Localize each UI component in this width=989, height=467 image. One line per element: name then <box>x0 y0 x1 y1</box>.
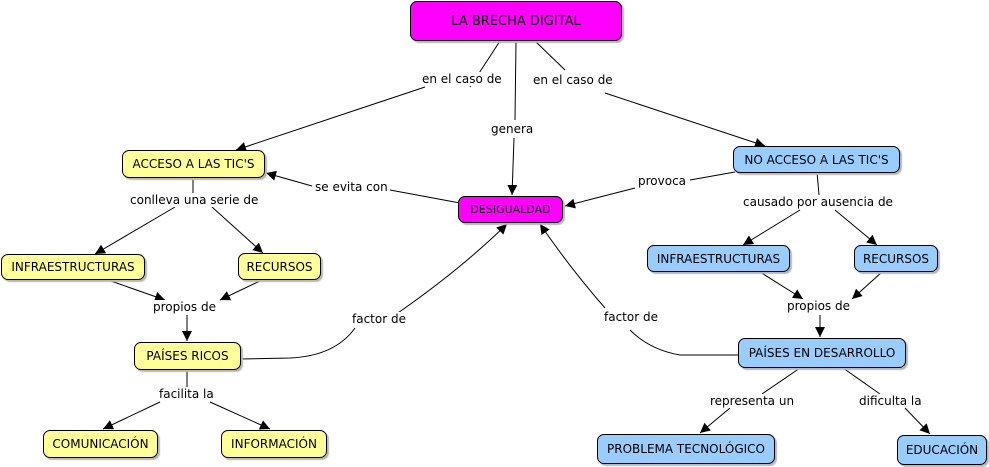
line-ricos-factor <box>239 327 356 360</box>
label-en-el-caso-de-left: en el caso de <box>420 72 504 86</box>
label-factor-de-left: factor de <box>350 312 408 326</box>
arrow-se-evita <box>265 170 313 187</box>
label-facilita-la: facilita la <box>157 387 216 401</box>
node-comunicacion[interactable]: COMUNICACIÓN <box>43 430 158 458</box>
label-factor-de-right: factor de <box>602 310 660 324</box>
arrow-to-comunicacion <box>102 401 161 430</box>
node-infraestructuras-left[interactable]: INFRAESTRUCTURAS <box>1 254 145 280</box>
arrow-to-infra-right <box>742 209 801 246</box>
label-causado-por: causado por ausencia de <box>741 195 895 209</box>
line-desarrollo-representa <box>761 367 801 395</box>
label-propios-de-right: propios de <box>785 299 852 313</box>
arrow-to-recursos-left <box>211 206 264 254</box>
arrow-factor-left <box>394 223 508 316</box>
node-no-acceso-tics[interactable]: NO ACCESO A LAS TIC'S <box>733 146 900 173</box>
arrow-recursos-to-propios-left <box>219 279 263 301</box>
line-desarrollo-factor <box>629 329 738 356</box>
arrow-genera <box>507 137 518 196</box>
arrow-to-no-acceso <box>604 92 766 148</box>
label-dificulta-la: dificulta la <box>857 394 924 408</box>
line-noacceso-to-provoca <box>689 171 736 181</box>
line-brecha-to-label-right <box>534 40 566 71</box>
arrow-to-infra-left <box>94 206 176 255</box>
label-propios-de-left: propios de <box>151 300 218 314</box>
label-genera: genera <box>489 122 536 136</box>
node-recursos-right[interactable]: RECURSOS <box>854 245 938 272</box>
label-provoca: provoca <box>636 174 689 188</box>
node-desigualdad[interactable]: DESIGUALDAD <box>458 196 563 223</box>
line-genera-top <box>514 40 517 121</box>
node-paises-ricos[interactable]: PAÍSES RICOS <box>134 342 241 370</box>
line-desarrollo-dificulta <box>842 367 881 395</box>
label-conlleva: conlleva una serie de <box>128 193 261 207</box>
arrow-to-problema <box>699 407 731 434</box>
arrow-to-recursos-right <box>834 209 878 246</box>
label-en-el-caso-de-right: en el caso de <box>531 73 615 87</box>
node-brecha-digital[interactable]: LA BRECHA DIGITAL <box>410 1 622 41</box>
node-infraestructuras-right[interactable]: INFRAESTRUCTURAS <box>647 245 790 272</box>
node-recursos-left[interactable]: RECURSOS <box>238 253 321 280</box>
arrow-factor-right <box>539 223 606 309</box>
node-acceso-tics[interactable]: ACCESO A LAS TIC'S <box>122 150 265 178</box>
node-problema-tecnologico[interactable]: PROBLEMA TECNOLÓGICO <box>597 434 775 464</box>
node-informacion[interactable]: INFORMACIÓN <box>221 430 327 458</box>
arrow-infra-to-propios-left <box>107 279 166 302</box>
node-educacion[interactable]: EDUCACIÓN <box>897 435 987 465</box>
node-paises-en-desarrollo[interactable]: PAÍSES EN DESARROLLO <box>738 338 906 368</box>
arrow-to-educacion <box>904 407 931 435</box>
arrow-infra-to-propios-right <box>759 271 804 300</box>
label-se-evita-con: se evita con <box>313 180 390 194</box>
line-desig-to-evita <box>389 189 461 204</box>
arrow-to-acceso <box>235 86 426 152</box>
label-representa-un: representa un <box>708 394 797 408</box>
arrow-recursos-to-propios-right <box>851 271 883 300</box>
arrow-to-informacion <box>209 401 271 430</box>
arrow-provoca <box>564 187 636 209</box>
line-noacceso-causado <box>816 171 820 196</box>
